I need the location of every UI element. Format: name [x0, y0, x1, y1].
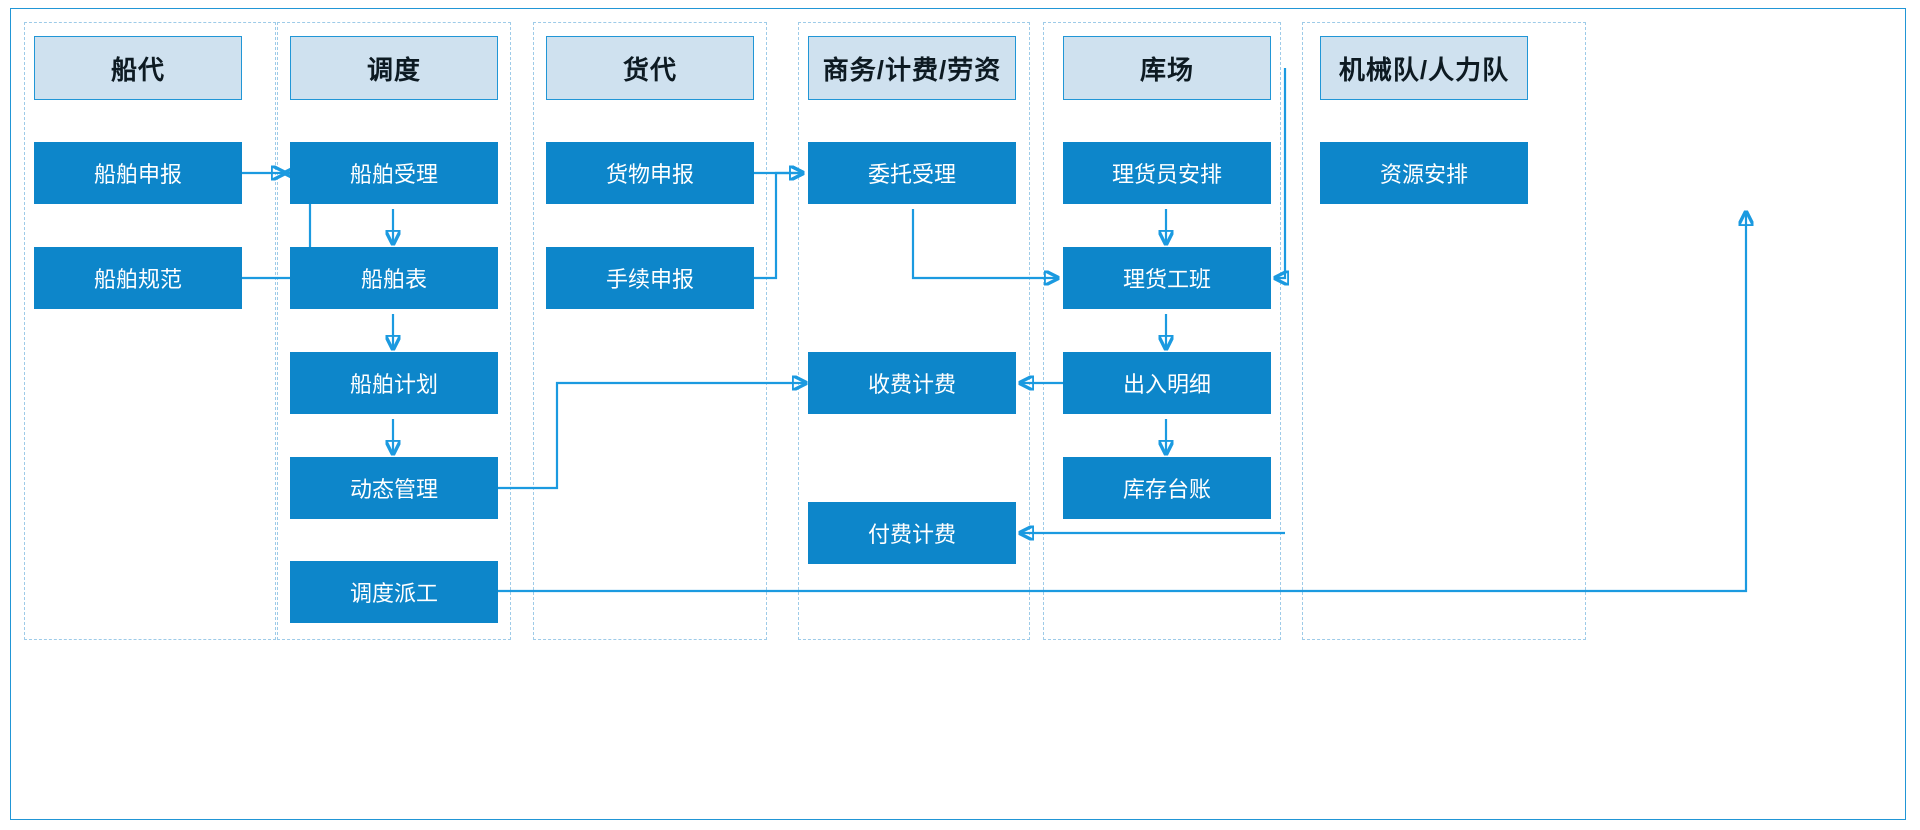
node-label: 付费计费 [867, 522, 956, 547]
node-chuanbo-shenbao[interactable]: 船舶申报 [34, 142, 242, 204]
node-label: 调度派工 [349, 581, 438, 606]
role-header-jixiedui[interactable]: 机械队/人力队 [1320, 36, 1528, 100]
role-label: 机械队/人力队 [1338, 54, 1510, 85]
node-chuanbo-shouli[interactable]: 船舶受理 [290, 142, 498, 204]
node-shoufei-jifei[interactable]: 收费计费 [808, 352, 1016, 414]
node-churu-mingxi[interactable]: 出入明细 [1063, 352, 1271, 414]
node-chuanbo-jihua[interactable]: 船舶计划 [290, 352, 498, 414]
node-label: 资源安排 [1379, 162, 1468, 187]
node-label: 船舶申报 [93, 162, 182, 187]
node-chuanbo-biao[interactable]: 船舶表 [290, 247, 498, 309]
node-label: 理货员安排 [1111, 162, 1222, 187]
role-label: 货代 [622, 54, 677, 85]
role-label: 库场 [1139, 54, 1194, 85]
role-header-huodai[interactable]: 货代 [546, 36, 754, 100]
node-ziyuan-anpai[interactable]: 资源安排 [1320, 142, 1528, 204]
node-label: 手续申报 [605, 267, 694, 292]
node-weituo-shouli[interactable]: 委托受理 [808, 142, 1016, 204]
role-label: 商务/计费/劳资 [822, 54, 1002, 85]
node-huowu-shenbao[interactable]: 货物申报 [546, 142, 754, 204]
swimlane-huodai [533, 22, 767, 640]
role-header-diaodu[interactable]: 调度 [290, 36, 498, 100]
node-label: 理货工班 [1122, 267, 1211, 292]
node-label: 委托受理 [867, 162, 956, 187]
node-label: 船舶计划 [349, 372, 438, 397]
swimlane-diaodu [277, 22, 511, 640]
node-label: 收费计费 [867, 372, 956, 397]
node-label: 船舶规范 [93, 267, 182, 292]
node-label: 货物申报 [605, 162, 694, 187]
node-chuanbo-guifan[interactable]: 船舶规范 [34, 247, 242, 309]
swimlane-jixiedui [1302, 22, 1586, 640]
node-label: 出入明细 [1122, 372, 1211, 397]
node-diaodu-paigong[interactable]: 调度派工 [290, 561, 498, 623]
node-dongtai-guanli[interactable]: 动态管理 [290, 457, 498, 519]
node-lihuo-gongban[interactable]: 理货工班 [1063, 247, 1271, 309]
role-header-shangwu[interactable]: 商务/计费/劳资 [808, 36, 1016, 100]
node-label: 船舶表 [360, 267, 427, 292]
role-header-chuandai[interactable]: 船代 [34, 36, 242, 100]
swimlane-kuchang [1043, 22, 1281, 640]
node-shouxu-shenbao[interactable]: 手续申报 [546, 247, 754, 309]
role-header-kuchang[interactable]: 库场 [1063, 36, 1271, 100]
node-lihuoyuan-anpai[interactable]: 理货员安排 [1063, 142, 1271, 204]
swimlane-chuandai [24, 22, 276, 640]
node-label: 动态管理 [349, 477, 438, 502]
node-label: 船舶受理 [349, 162, 438, 187]
node-kucun-taizhang[interactable]: 库存台账 [1063, 457, 1271, 519]
role-label: 调度 [366, 54, 421, 85]
node-fufei-jifei[interactable]: 付费计费 [808, 502, 1016, 564]
role-label: 船代 [110, 54, 165, 85]
node-label: 库存台账 [1122, 477, 1211, 502]
